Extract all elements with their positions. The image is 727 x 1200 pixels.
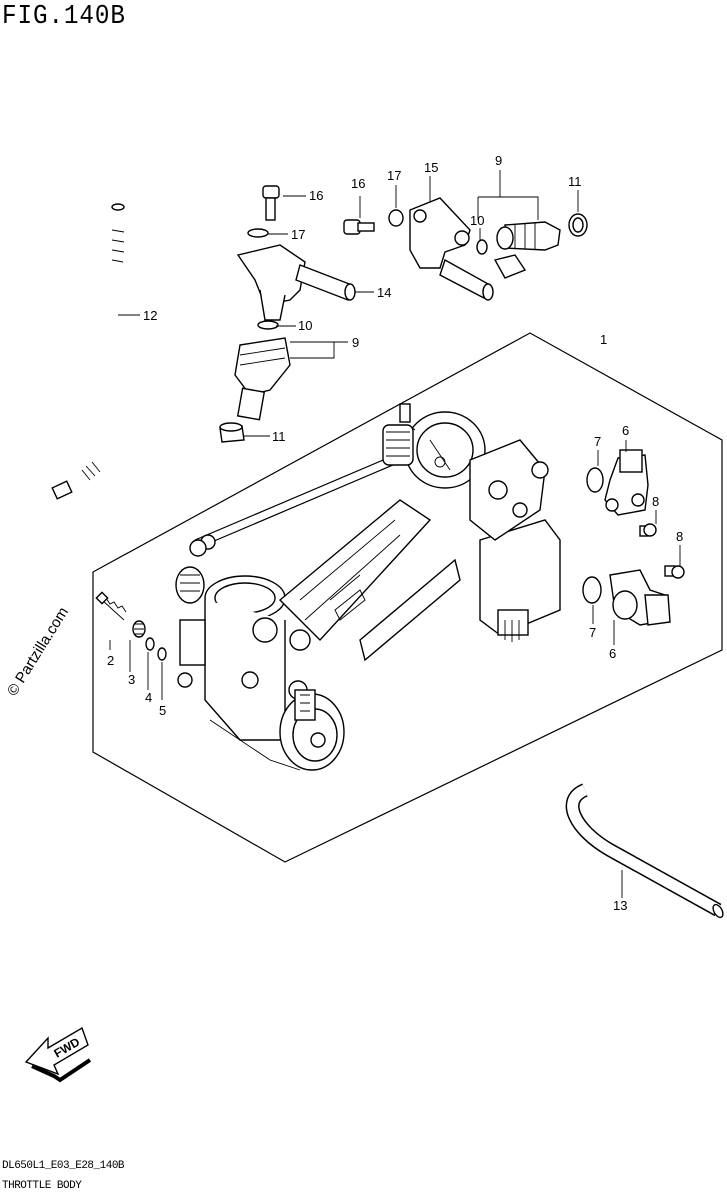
- figure-code: DL650L1_E03_E28_140B: [2, 1160, 125, 1172]
- screw-8-upper: [639, 523, 657, 537]
- o-ring-7-lower: [582, 576, 602, 604]
- fuel-delivery-pipe-15: [409, 197, 494, 301]
- callout-7-upper: 7: [594, 434, 601, 449]
- callout-2: 2: [107, 653, 114, 668]
- callout-15: 15: [424, 160, 438, 175]
- seal-11-lower: [219, 422, 245, 443]
- leader-lines: [109, 170, 681, 898]
- callout-3: 3: [128, 672, 135, 687]
- callout-17-upper: 17: [387, 168, 401, 183]
- callout-10-lower: 10: [298, 318, 312, 333]
- throttle-body: [175, 403, 561, 771]
- callout-8-upper: 8: [652, 494, 659, 509]
- fuel-injector-9-lower: [234, 320, 291, 421]
- assembly-boundary: [92, 332, 723, 863]
- callout-7-lower: 7: [589, 625, 596, 640]
- figure-title: FIG.140B: [2, 2, 126, 32]
- spring-3: [132, 620, 146, 638]
- callout-13: 13: [613, 898, 627, 913]
- sensor-6-upper: [604, 449, 649, 516]
- washer-17-lower: [247, 228, 269, 238]
- seal-11-upper-inner: [572, 217, 584, 233]
- callout-17-lower: 17: [291, 227, 305, 242]
- screw-8-lower: [664, 565, 685, 579]
- fuel-delivery-pipe-14: [236, 244, 356, 321]
- callout-16-upper: 16: [351, 176, 365, 191]
- callout-9-lower: 9: [352, 335, 359, 350]
- sensor-6-lower: [609, 569, 671, 626]
- o-ring-5: [157, 647, 167, 661]
- washer-17-upper: [388, 209, 404, 227]
- callout-6-lower: 6: [609, 646, 616, 661]
- bolt-16-lower: [262, 185, 280, 221]
- fuel-injector-9-upper: [493, 221, 561, 279]
- o-ring-7-upper: [586, 467, 604, 493]
- callout-11-lower: 11: [272, 429, 286, 444]
- callout-9-upper: 9: [495, 153, 502, 168]
- hose-13: [565, 783, 724, 919]
- callout-5: 5: [159, 703, 166, 718]
- callout-16-lower: 16: [309, 188, 323, 203]
- forward-arrow: FWD: [24, 1026, 92, 1083]
- callout-12: 12: [143, 308, 157, 323]
- figure-name: THROTTLE BODY: [2, 1180, 82, 1192]
- callout-4: 4: [145, 690, 152, 705]
- callout-6-upper: 6: [622, 423, 629, 438]
- callout-8-lower: 8: [676, 529, 683, 544]
- callout-10-upper: 10: [470, 213, 484, 228]
- screw-2: [95, 591, 127, 621]
- callout-14: 14: [377, 285, 391, 300]
- hose-12: [51, 203, 125, 500]
- washer-4: [145, 637, 155, 651]
- callout-1: 1: [600, 332, 607, 347]
- o-ring-10-upper: [476, 239, 488, 255]
- callout-11-upper: 11: [568, 174, 582, 189]
- bolt-16-upper: [343, 219, 375, 235]
